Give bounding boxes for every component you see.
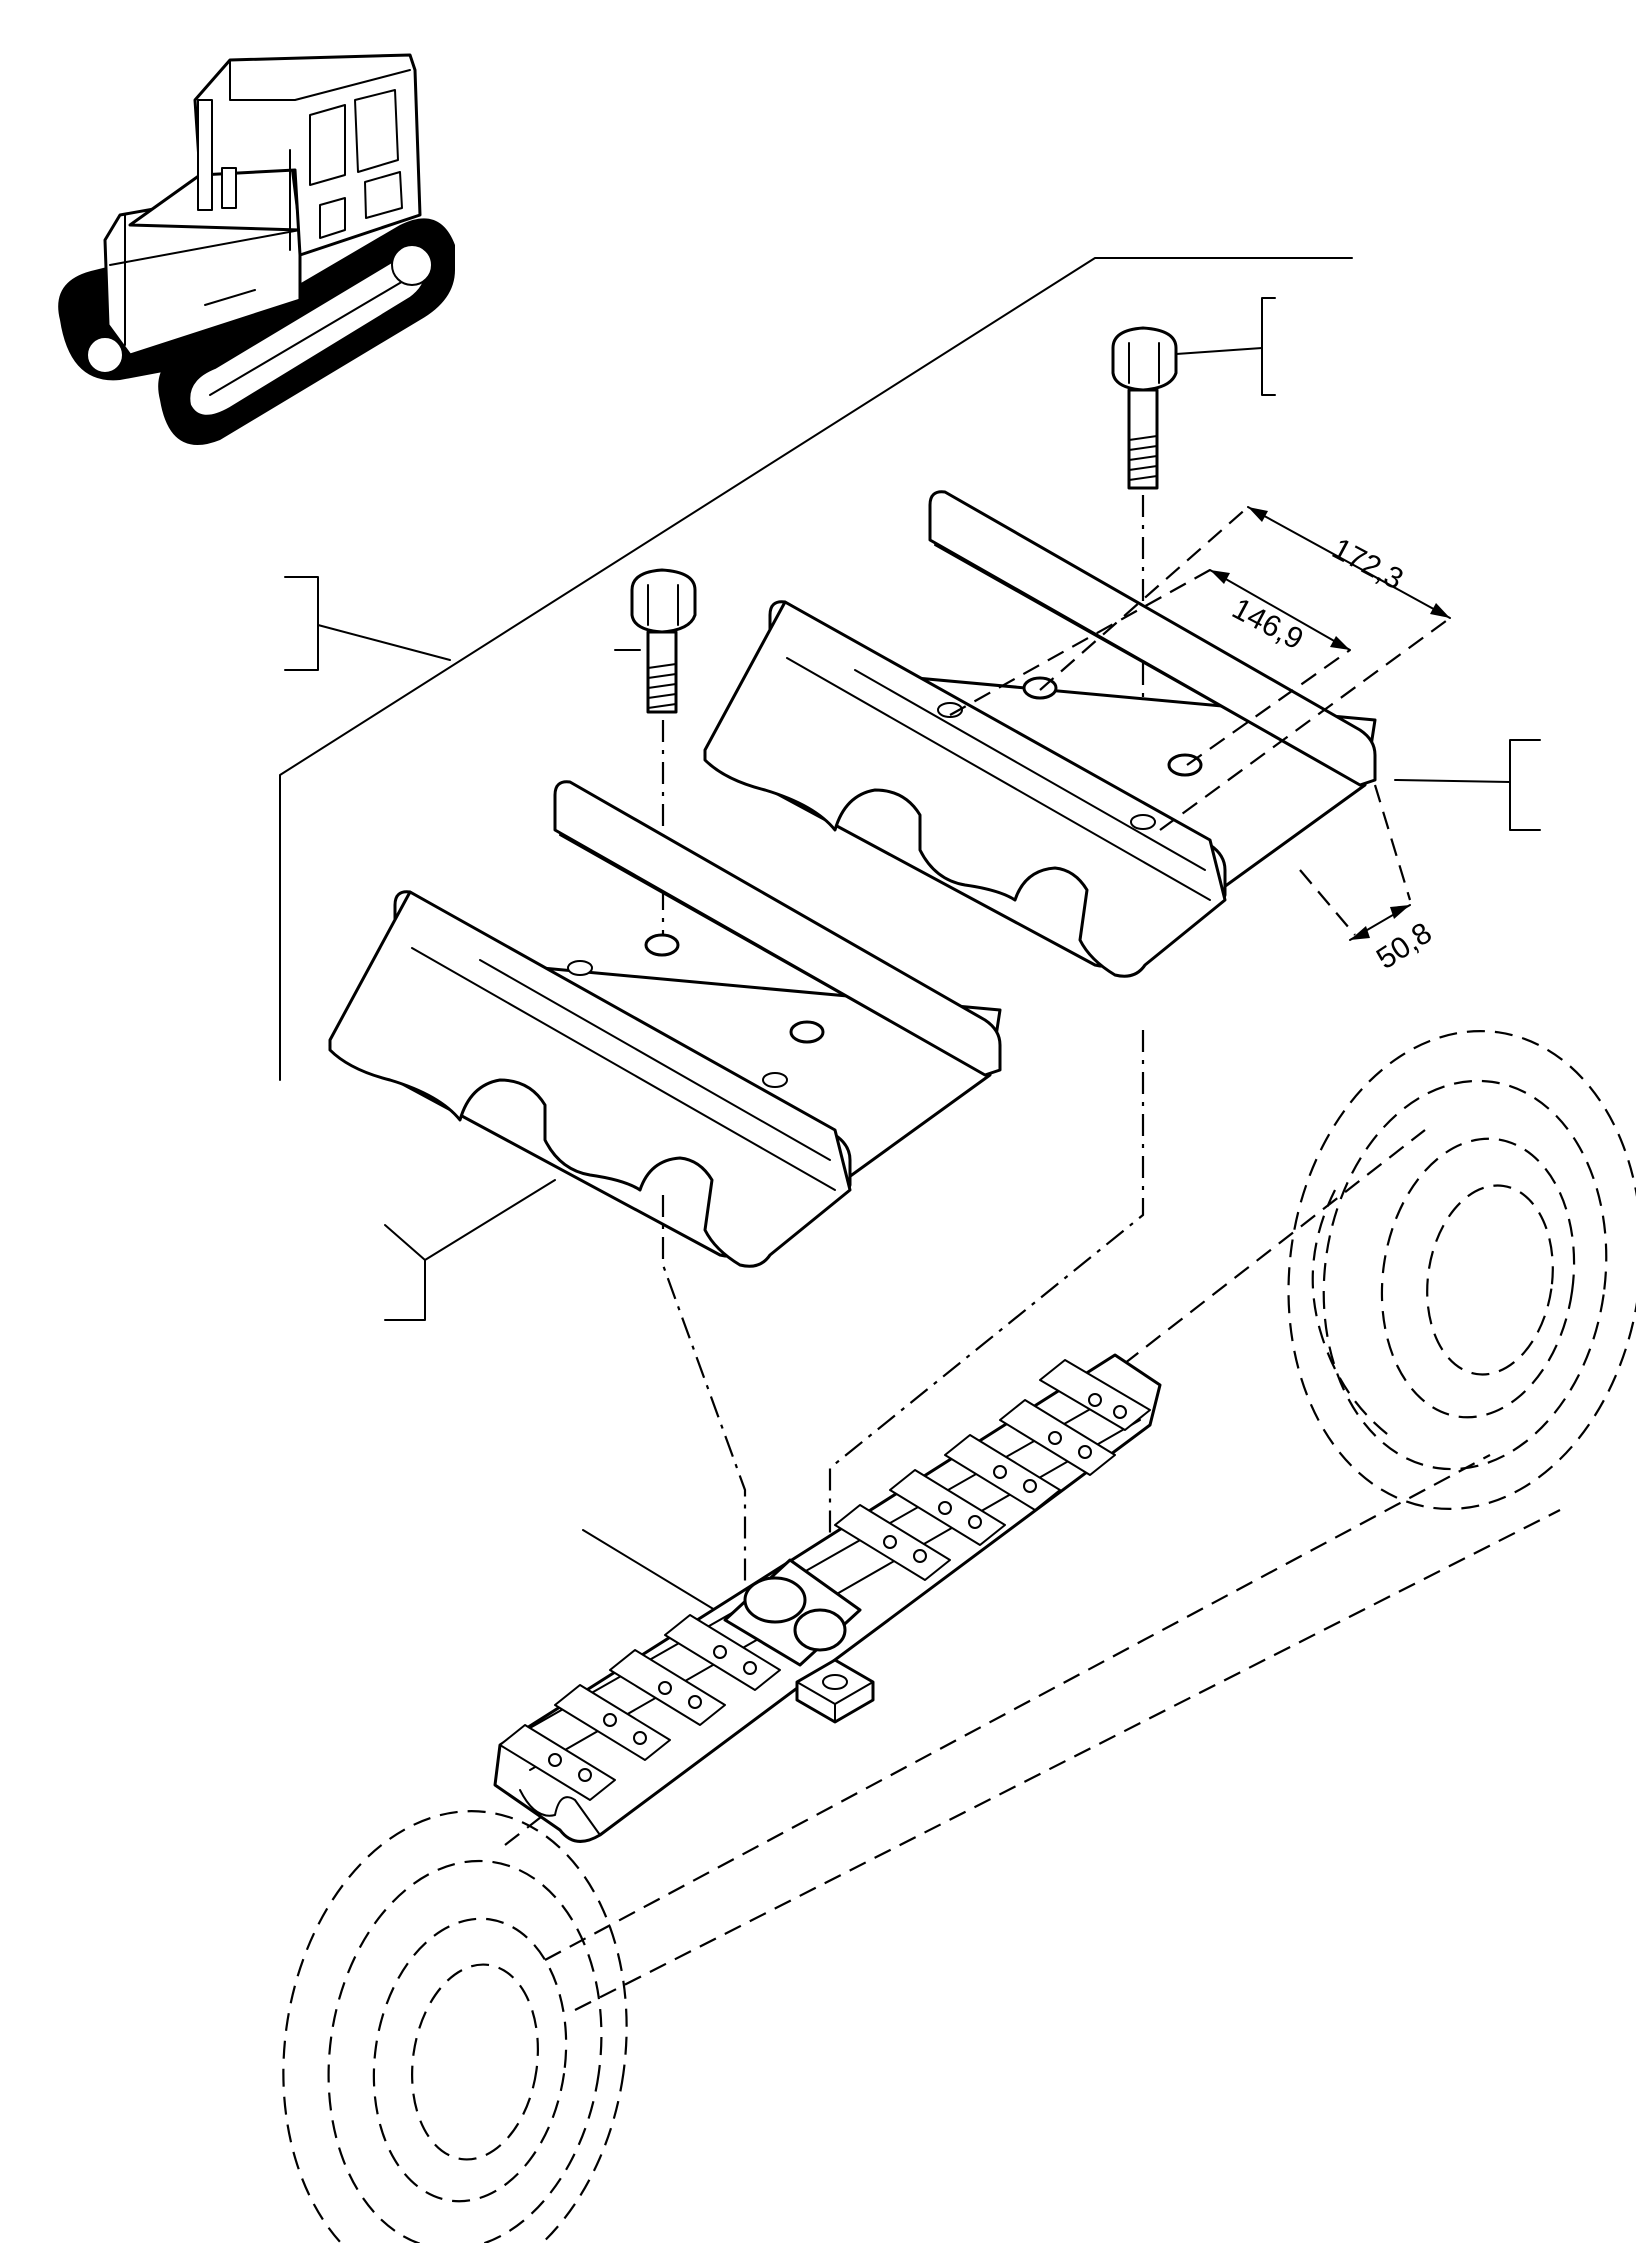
dimension-hole-spacing: 146,9 xyxy=(1227,592,1309,656)
crawler-tractor-icon xyxy=(58,53,455,445)
hex-bolt-icon xyxy=(1111,326,1178,490)
hex-bolt-icon xyxy=(630,568,697,714)
track-chain-icon xyxy=(282,1029,1636,2248)
square-nut-icon xyxy=(795,1658,875,1724)
dimension-lines xyxy=(949,506,1451,941)
track-chain-links xyxy=(493,1353,1162,1843)
dimension-hole-offset: 50,8 xyxy=(1371,916,1438,975)
dimension-outer-width: 172,3 xyxy=(1327,532,1409,596)
track-shoe-icon xyxy=(703,490,1377,978)
track-shoe-icon xyxy=(328,780,1002,1268)
